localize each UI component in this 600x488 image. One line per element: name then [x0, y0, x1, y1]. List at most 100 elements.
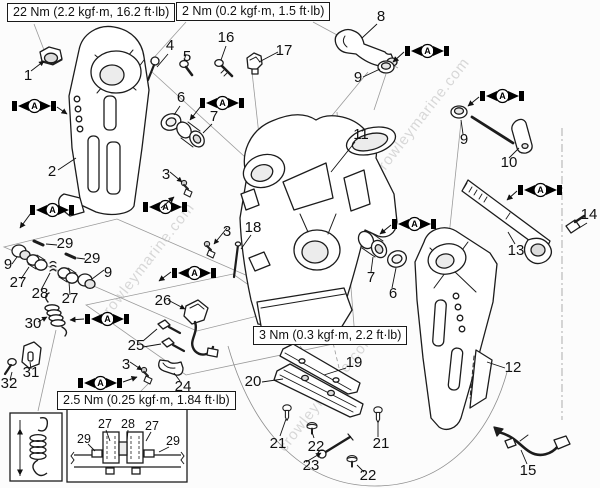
part-callout: 15: [520, 462, 537, 479]
right-clamp-bracket: [414, 227, 498, 430]
pin-part-18: [232, 241, 242, 279]
part-callout: 12: [505, 359, 522, 376]
part-callout: 16: [218, 29, 235, 46]
clamp-part-24: [158, 359, 184, 376]
torque-box-3nm: 3 Nm (0.3 kgf·m, 2.2 ft·lb): [253, 326, 408, 345]
callout-leaders: [9, 23, 588, 473]
grease-point-flag: [479, 88, 525, 104]
part-callout: 25: [128, 337, 145, 354]
part-callout: 10: [501, 154, 518, 171]
tilt-rod-part-13: [461, 179, 553, 265]
torque-box-2-5nm: 2.5 Nm (0.25 kgf·m, 1.84 ft·lb): [57, 391, 236, 410]
plate-part-20: [273, 363, 364, 418]
part-callout: 20: [245, 373, 262, 390]
grease-fitting-part-3-center: [203, 240, 216, 259]
torque-box-2nm: 2 Nm (0.2 kgf·m, 1.5 ft·lb): [176, 2, 331, 21]
bolt-part-16: [214, 58, 234, 78]
part-callout: 14: [581, 206, 598, 223]
part-callout: 2: [48, 163, 56, 180]
torque-box-22nm: 22 Nm (2.2 kgf·m, 16.2 ft·lb): [7, 3, 176, 22]
part-callout: 23: [303, 457, 320, 474]
part-callout: 9: [460, 131, 468, 148]
part-callout: 21: [373, 435, 390, 452]
grease-point-flag: [84, 311, 130, 327]
inset-callout: 28: [121, 417, 135, 431]
part-callout: 26: [155, 292, 172, 309]
swivel-bracket: [239, 114, 398, 333]
bolts-part-25: [157, 319, 186, 353]
friction-section-inset: [66, 407, 188, 483]
grease-point-flag: [404, 43, 450, 59]
cap-part-22-left: [306, 421, 318, 435]
part-callout: 27: [62, 290, 79, 307]
bushing-part-7-left: [176, 121, 205, 148]
grease-point-flag: [391, 216, 437, 232]
part-callout: 9: [354, 69, 362, 86]
inset-callout: 29: [166, 434, 180, 448]
part-callout: 32: [1, 375, 18, 392]
grease-point-flag: [199, 95, 245, 111]
watermark-text: crowleymarine.com: [95, 199, 198, 325]
part-callout: 3: [162, 166, 170, 183]
grease-point-flag: [517, 182, 563, 198]
flag-leader-arrows: [19, 51, 518, 383]
grease-fitting-part-3-bottom: [140, 366, 153, 385]
part-callout: 9: [4, 256, 12, 273]
clamp-part-17: [246, 52, 263, 75]
part-callout: 22: [308, 438, 325, 455]
hook-part-4: [146, 56, 160, 82]
pin-part-10: [470, 115, 533, 154]
cap-part-22-right: [346, 454, 358, 468]
callout-labels: 1 2 3 3 3 4 5 6 6 7 7 8 9 9 9 9 10 11 12…: [1, 8, 598, 484]
washer-part-6-left: [160, 113, 182, 131]
spring-detail-inset: [9, 412, 63, 482]
part-callout: 7: [367, 269, 375, 286]
part-callout: 27: [10, 274, 27, 291]
trim-cable-part-15: [493, 426, 571, 457]
part-callout: 13: [508, 242, 525, 259]
part-callout: 6: [177, 89, 185, 106]
grease-fitting-part-3-left: [180, 179, 193, 198]
washer-part-6-right: [387, 250, 407, 268]
bolt-part-5: [179, 59, 194, 77]
left-clamp-bracket: [58, 25, 150, 217]
part-callout: 3: [122, 356, 130, 373]
part-callout: 8: [377, 8, 385, 25]
part-callout: 30: [25, 315, 42, 332]
part-callout: 7: [210, 108, 218, 125]
nut-part-1: [39, 46, 63, 66]
grease-point-flag: [171, 265, 217, 281]
plate-part-31: [21, 341, 42, 369]
grease-point-flag: [11, 98, 57, 114]
part-callout: 31: [23, 364, 40, 381]
inset-callout: 29: [77, 432, 91, 446]
part-callout: 1: [24, 67, 32, 84]
part-callout: 5: [183, 48, 191, 65]
part-callout: 28: [32, 285, 49, 302]
screw-part-32: [3, 357, 17, 376]
part-callout: 11: [353, 126, 369, 143]
bushing-part-7-right: [357, 230, 388, 259]
friction-parts-cluster: [11, 239, 96, 290]
part-callout: 4: [166, 37, 174, 54]
part-callout: 29: [57, 235, 74, 252]
part-callout: 3: [223, 223, 231, 240]
part-callout: 18: [245, 219, 262, 236]
spring-part-30: [44, 292, 68, 337]
screw-part-21-left: [282, 404, 292, 422]
part-callout: 9: [104, 264, 112, 281]
part-callout: 17: [276, 42, 293, 59]
grease-point-flag: [77, 375, 123, 391]
nut-part-9-right: [450, 105, 468, 119]
nut-part-9-top: [377, 60, 395, 74]
bracket-cable-part-26: [183, 299, 219, 358]
screw-part-21-right: [373, 406, 383, 424]
part-callout: 21: [270, 435, 287, 452]
inset-callout: 27: [145, 419, 159, 433]
part-callout: 22: [360, 467, 377, 484]
part-callout: 24: [175, 378, 192, 395]
part-callout: 6: [389, 285, 397, 302]
part-callout: 29: [84, 250, 101, 267]
